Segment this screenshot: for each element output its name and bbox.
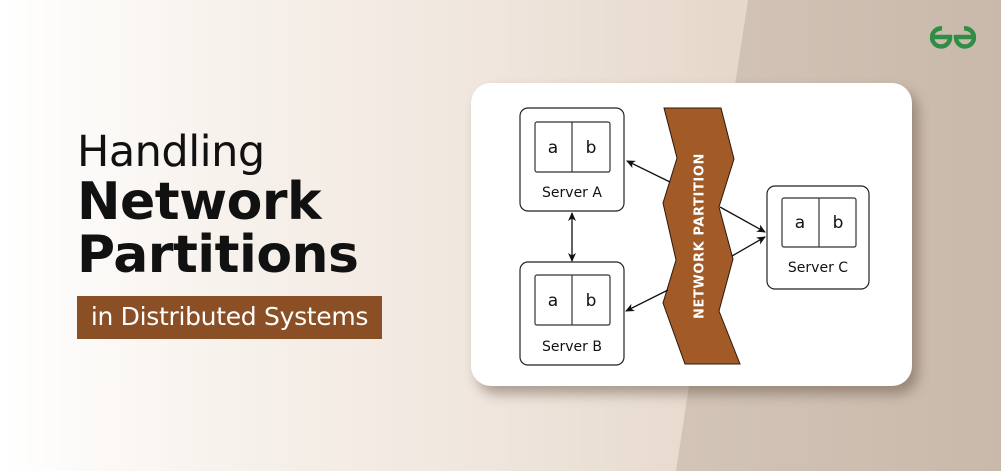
cell-a: a: [795, 213, 805, 233]
cell-b: b: [833, 213, 844, 233]
cell-b: b: [586, 291, 597, 311]
server-c: a b Server C: [766, 185, 870, 290]
cell-a: a: [548, 138, 558, 158]
server-b: a b Server B: [519, 261, 625, 366]
cell-b: b: [586, 138, 597, 158]
partition-label: NETWORK PARTITION: [693, 153, 708, 319]
server-a: a b Server A: [519, 107, 625, 212]
title-line-handling: Handling: [77, 127, 265, 177]
title-line-network: Network: [77, 172, 322, 232]
page-title: Handling Network Partitions: [77, 128, 359, 282]
server-label: Server B: [542, 339, 602, 355]
subtitle-banner: in Distributed Systems: [77, 296, 382, 339]
title-line-partitions: Partitions: [77, 225, 359, 285]
subtitle-text: in Distributed Systems: [90, 302, 369, 331]
arrow-partition-to-a: [626, 160, 671, 183]
arrow-partition-to-c-lower: [731, 236, 766, 257]
network-partition-band: NETWORK PARTITION: [662, 107, 741, 365]
partition-shape: [662, 107, 741, 365]
arrow-partition-to-c-upper: [719, 206, 766, 233]
server-label: Server A: [542, 185, 602, 201]
server-label: Server C: [788, 260, 848, 276]
geeksforgeeks-logo-icon: [930, 26, 976, 49]
arrow-partition-to-b: [625, 289, 669, 312]
cell-a: a: [548, 291, 558, 311]
